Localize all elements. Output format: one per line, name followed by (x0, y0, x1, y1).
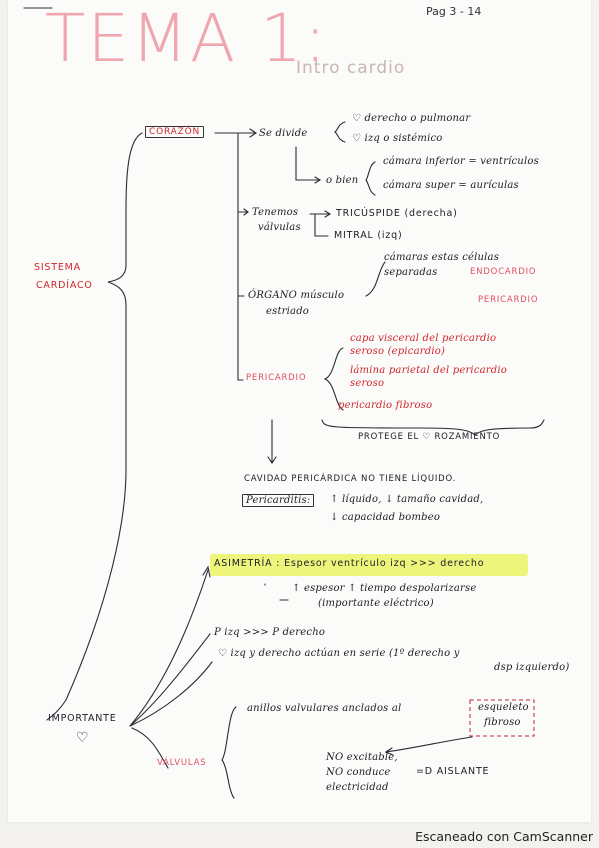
derecho-text: ♡ derecho o pulmonar (352, 113, 471, 124)
highlight-asimetria (210, 554, 528, 576)
valvulas-label: VÁLVULAS (157, 758, 207, 768)
tricuspide-text: TRICÚSPIDE (derecha) (336, 208, 458, 219)
importante-label: IMPORTANTE (48, 713, 117, 724)
organo-text: ÓRGANO músculo (248, 290, 345, 301)
pericarditis-line-2: ↓ capacidad bombeo (330, 512, 441, 523)
protege-text: PROTEGE EL ♡ ROZAMIENTO (358, 432, 501, 442)
heart-icon: ♡ (76, 730, 89, 746)
separadas-text: separadas (384, 267, 438, 278)
camara-inferior-text: cámara inferior = ventrículos (383, 156, 539, 167)
endocardio-text: ENDOCARDIO (470, 267, 537, 277)
mitral-text: MITRAL (izq) (334, 230, 403, 241)
estriado-text: estriado (266, 306, 310, 317)
pericardio-sub-text: PERICARDIO (478, 295, 539, 305)
pericardio-label: PERICARDIO (246, 373, 307, 383)
camaras-text: cámaras estas células (384, 252, 500, 263)
o-bien-text: o bien (326, 175, 359, 186)
tenemos-text: Tenemos (252, 207, 299, 218)
no-conduce-text: NO conduce (326, 767, 391, 778)
lamina-text: lámina parietal del pericardio (350, 365, 507, 376)
scanner-watermark: Escaneado con CamScanner (415, 829, 593, 844)
no-excitable-text: NO excitable, (326, 752, 398, 763)
serie-text: ♡ izq y derecho actúan en serie (1º dere… (218, 648, 460, 659)
page-reference: Pag 3 - 14 (426, 5, 482, 18)
notebook-page (8, 0, 591, 822)
izquierdo-text: ♡ izq o sistémico (352, 133, 443, 144)
cavidad-text: CAVIDAD PERICÁRDICA NO TIENE LÍQUIDO. (244, 474, 457, 484)
fibroso-text: pericardio fibroso (338, 400, 433, 411)
lamina-sub-text: seroso (350, 378, 385, 389)
valvulas-text: válvulas (258, 222, 301, 233)
aislante-text: =D AISLANTE (416, 766, 490, 777)
page-title: TEMA 1: (45, 0, 329, 77)
se-divide-text: Se divide (259, 128, 308, 139)
espesor-text: ↑ espesor ↑ tiempo despolarizarse (292, 583, 477, 594)
page-subtitle: Intro cardio (296, 58, 406, 78)
fibroso-box-text: fibroso (484, 717, 521, 728)
corazon-label: CORAZÓN (145, 126, 204, 138)
anillos-text: anillos valvulares anclados al (247, 703, 402, 714)
root-label-cardiaco: CARDÍACO (36, 280, 93, 291)
asimetria-text: ASIMETRÍA : Espesor ventrículo izq >>> d… (214, 558, 485, 569)
root-label-sistema: SISTEMA (34, 262, 81, 273)
electricidad-text: electricidad (326, 782, 389, 793)
capa-visceral-text: capa visceral del pericardio (350, 333, 497, 344)
esqueleto-text: esqueleto (478, 702, 529, 713)
serie-sub-text: dsp izquierdo) (494, 662, 570, 673)
camara-superior-text: cámara super = aurículas (383, 180, 519, 191)
espesor-sub-text: (importante eléctrico) (318, 598, 434, 609)
pericarditis-label: Pericarditis: (242, 494, 315, 507)
capa-visceral-sub-text: seroso (epicardio) (350, 346, 446, 357)
pericarditis-line-1: ↑ líquido, ↓ tamaño cavidad, (330, 494, 484, 505)
presion-text: P izq >>> P derecho (214, 627, 326, 638)
